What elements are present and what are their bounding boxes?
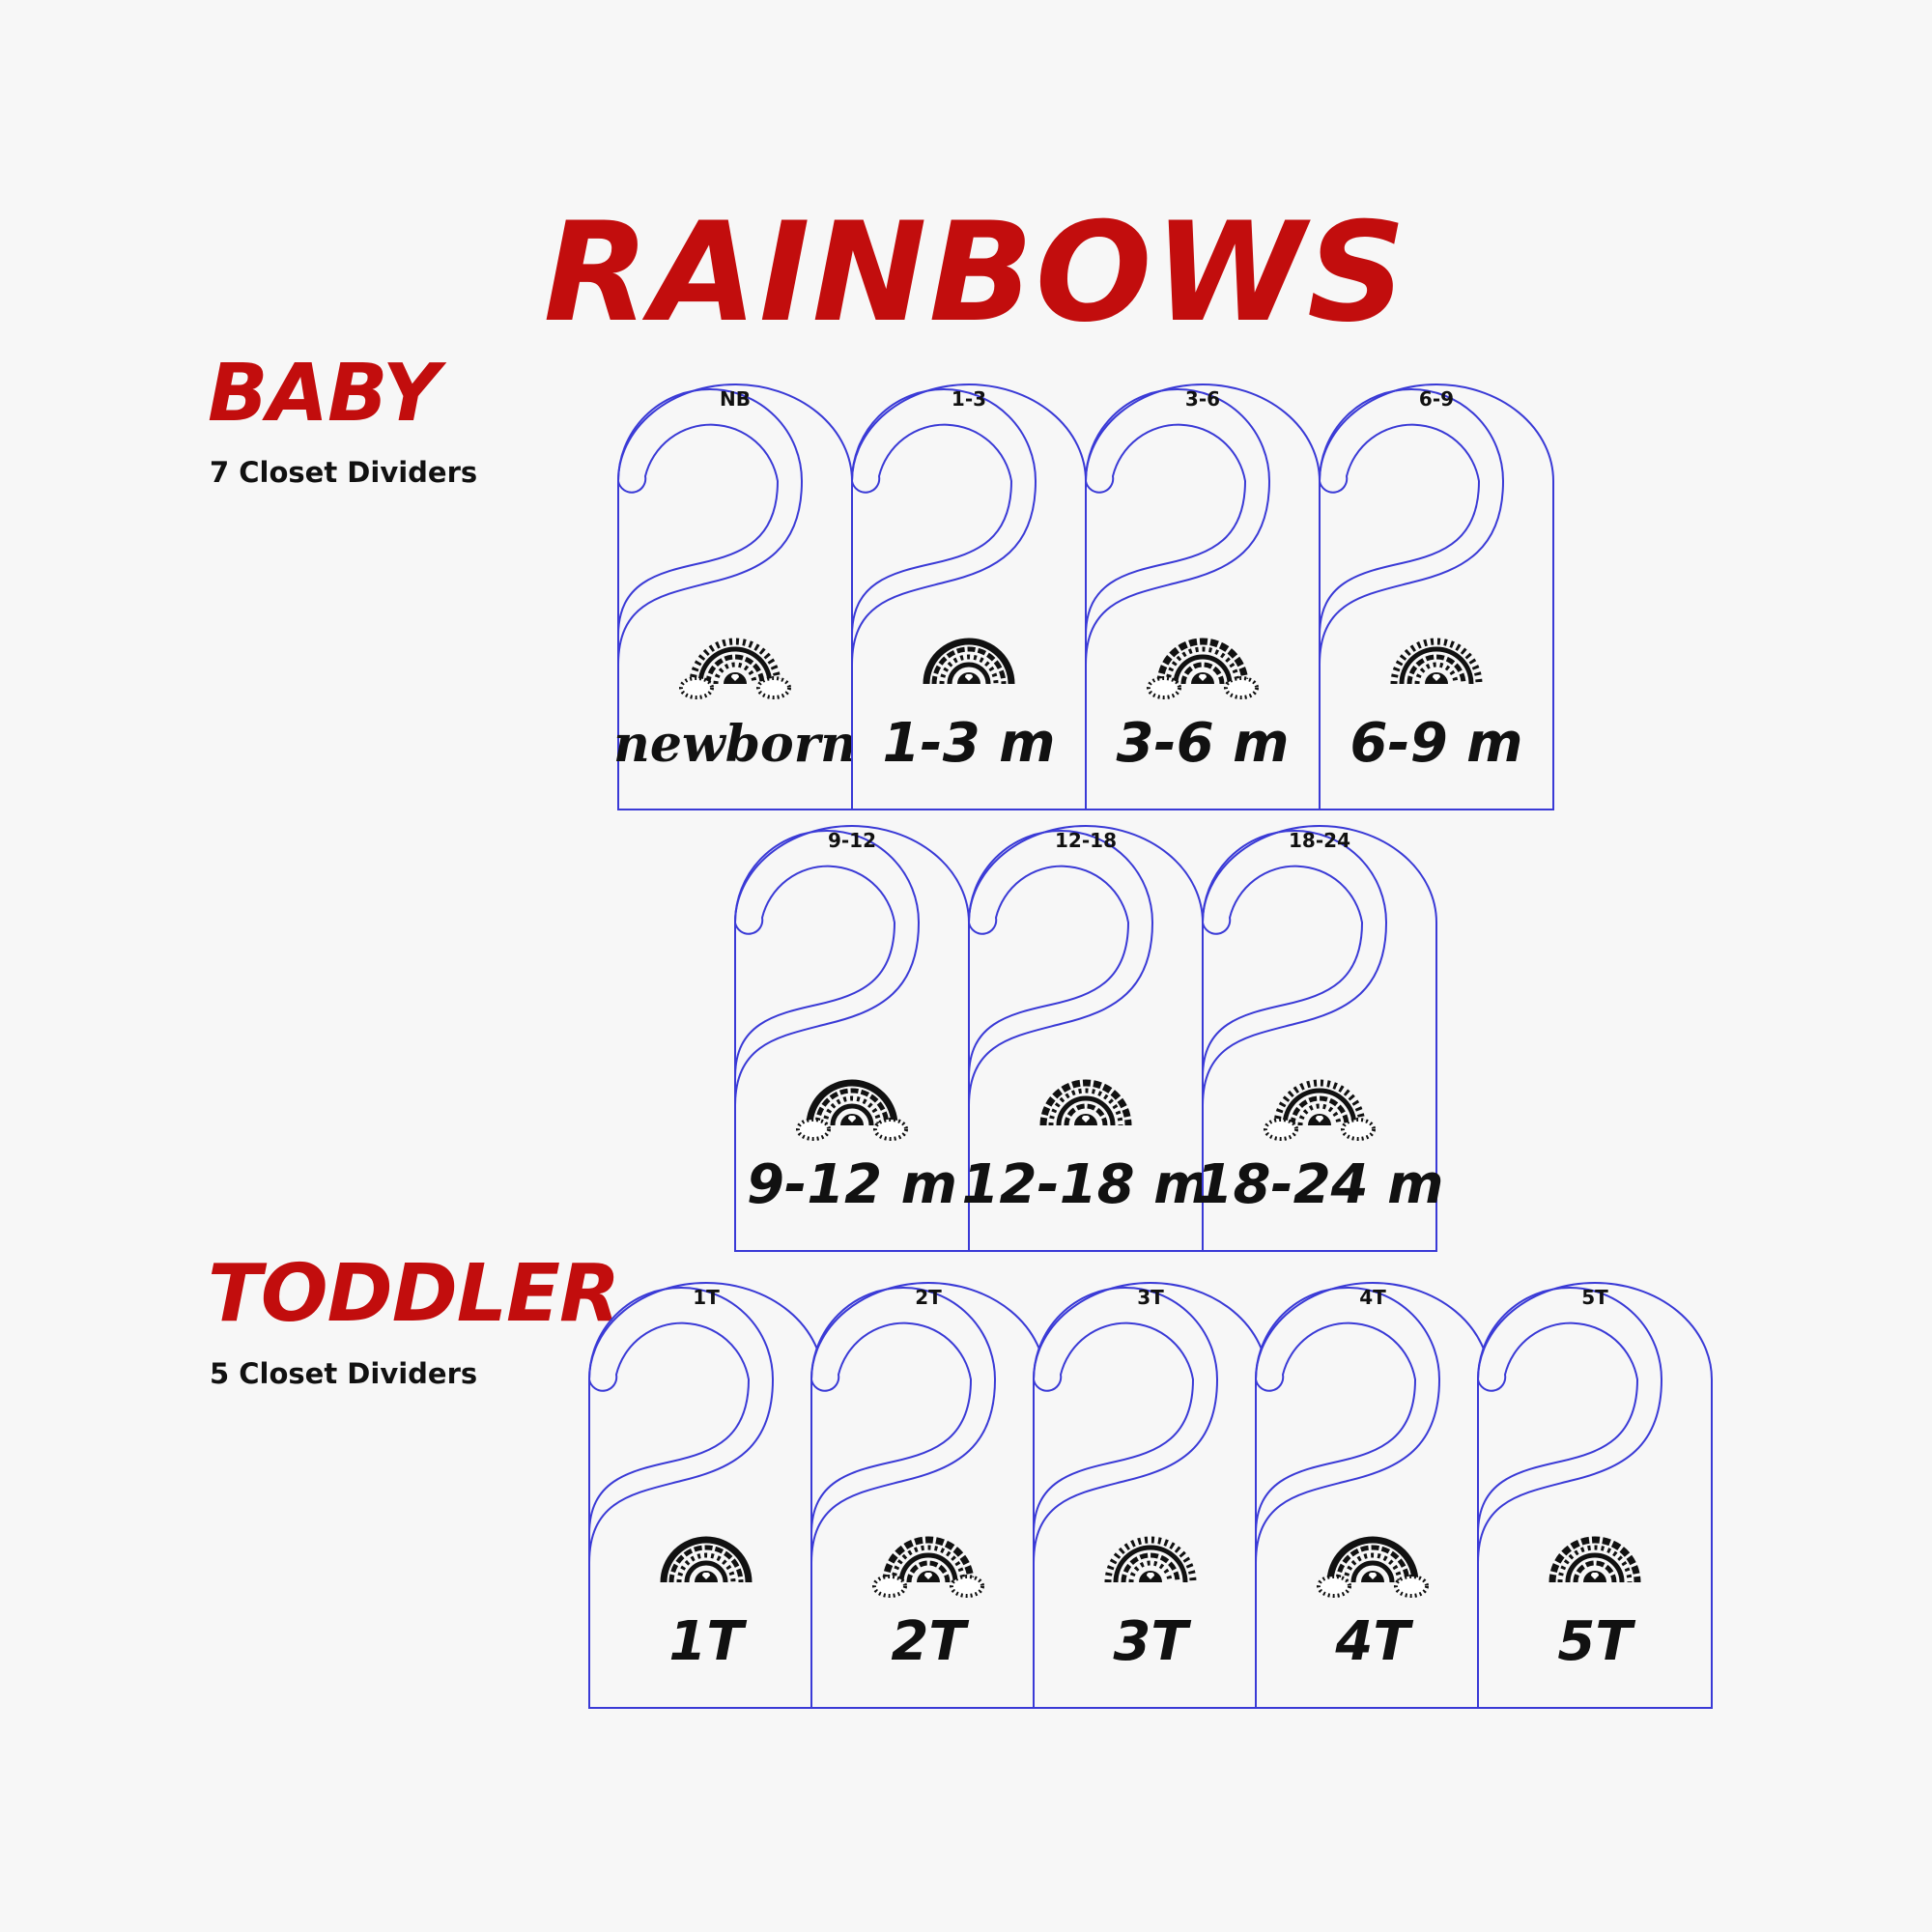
divider-label: 2T: [891, 1610, 969, 1673]
hook-outline: [1477, 1287, 1663, 1564]
hook-outline: [1319, 388, 1505, 666]
toddler-divider-1: 2T 2T: [810, 1282, 1046, 1709]
hook-cutout: [1202, 865, 1364, 1078]
divider-label: 3T: [1113, 1610, 1191, 1673]
baby-subtitle: 7 Closet Dividers: [210, 456, 478, 489]
rainbow-icon: [1317, 1536, 1429, 1598]
hook-outline: [968, 830, 1154, 1107]
divider-outline: [1477, 1282, 1713, 1709]
page-title: RAINBOWS: [543, 193, 1408, 353]
baby-divider-2: 3-6 3-6 m: [1085, 384, 1321, 810]
divider-label: 12-18 m: [962, 1153, 1210, 1216]
toddler-divider-3: 4T 4T: [1255, 1282, 1491, 1709]
hook-outline: [1033, 1287, 1219, 1564]
divider-tag: 9-12: [828, 829, 876, 852]
divider-outline: [1085, 384, 1321, 810]
divider-tag: 3-6: [1185, 387, 1220, 411]
toddler-heading: TODDLER: [208, 1248, 620, 1340]
hook-cutout: [1319, 423, 1481, 637]
divider-outline: [810, 1282, 1046, 1709]
hook-cutout: [617, 423, 780, 637]
divider-tag: 2T: [915, 1286, 942, 1309]
toddler-divider-2: 3T 3T: [1033, 1282, 1268, 1709]
toddler-divider-0: 1T 1T: [588, 1282, 824, 1709]
hook-outline: [1085, 388, 1271, 666]
rainbow-icon: [1147, 638, 1259, 699]
hook-outline: [588, 1287, 775, 1564]
hook-outline: [617, 388, 804, 666]
rainbow-icon: [679, 638, 791, 699]
rainbow-icon: [1039, 1079, 1132, 1126]
divider-label: newborn: [613, 715, 857, 774]
baby-divider-0: NB newborn: [613, 384, 857, 810]
hook-cutout: [810, 1321, 973, 1535]
baby-heading: BABY: [208, 348, 440, 440]
hook-outline: [1255, 1287, 1441, 1564]
divider-outline: [734, 825, 970, 1252]
baby-divider-4: 9-12 9-12 m: [734, 825, 970, 1252]
rainbow-icon: [1548, 1536, 1641, 1583]
rainbow-icon: [796, 1079, 908, 1141]
divider-tag: 6-9: [1419, 387, 1454, 411]
divider-outline: [1202, 825, 1437, 1252]
rainbow-icon: [660, 1536, 753, 1583]
baby-divider-1: 1-3 1-3 m: [851, 384, 1087, 810]
rainbow-icon: [1264, 1079, 1376, 1141]
hook-cutout: [968, 865, 1130, 1078]
hook-cutout: [1033, 1321, 1195, 1535]
hook-cutout: [851, 423, 1013, 637]
divider-tag: 3T: [1137, 1286, 1164, 1309]
divider-outline: [851, 384, 1087, 810]
divider-label: 9-12 m: [747, 1153, 957, 1216]
divider-label: 1T: [668, 1610, 747, 1673]
divider-tag: 5T: [1581, 1286, 1608, 1309]
hook-outline: [851, 388, 1037, 666]
divider-label: 1-3 m: [882, 712, 1055, 775]
divider-tag: NB: [720, 387, 751, 411]
rainbow-icon: [1104, 1536, 1197, 1583]
rainbow-icon: [872, 1536, 984, 1598]
hook-cutout: [734, 865, 896, 1078]
divider-tag: 1T: [693, 1286, 720, 1309]
divider-label: 3-6 m: [1116, 712, 1289, 775]
divider-tag: 18-24: [1289, 829, 1350, 852]
rainbow-icon: [1390, 638, 1483, 685]
hook-outline: [1202, 830, 1388, 1107]
hook-cutout: [1255, 1321, 1417, 1535]
divider-label: 6-9 m: [1350, 712, 1522, 775]
divider-tag: 1-3: [952, 387, 986, 411]
divider-tag: 12-18: [1055, 829, 1117, 852]
divider-label: 18-24 m: [1196, 1153, 1444, 1216]
hook-outline: [810, 1287, 997, 1564]
hook-cutout: [1477, 1321, 1639, 1535]
divider-tag: 4T: [1359, 1286, 1386, 1309]
hook-cutout: [1085, 423, 1247, 637]
divider-outline: [588, 1282, 824, 1709]
toddler-subtitle: 5 Closet Dividers: [210, 1357, 478, 1390]
rainbow-icon: [923, 638, 1015, 685]
divider-outline: [617, 384, 853, 810]
divider-outline: [1319, 384, 1554, 810]
toddler-divider-4: 5T 5T: [1477, 1282, 1713, 1709]
divider-outline: [1033, 1282, 1268, 1709]
divider-label: 4T: [1334, 1610, 1413, 1673]
baby-divider-5: 12-18 12-18 m: [962, 825, 1210, 1252]
divider-outline: [968, 825, 1204, 1252]
hook-outline: [734, 830, 921, 1107]
divider-label: 5T: [1557, 1610, 1635, 1673]
divider-outline: [1255, 1282, 1491, 1709]
baby-divider-3: 6-9 6-9 m: [1319, 384, 1554, 810]
hook-cutout: [588, 1321, 751, 1535]
baby-divider-6: 18-24 18-24 m: [1196, 825, 1444, 1252]
